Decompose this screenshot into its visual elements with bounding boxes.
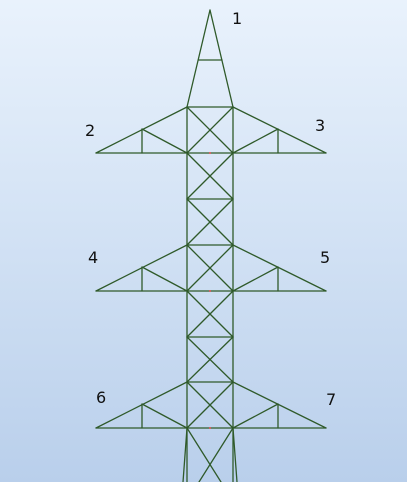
tower-member bbox=[182, 427, 188, 482]
tower-node-marks bbox=[209, 152, 211, 429]
tower-member bbox=[186, 381, 234, 429]
tower-member bbox=[186, 336, 234, 383]
tower-member bbox=[232, 266, 279, 292]
attachment-point-labels: 1 2 3 4 5 6 7 bbox=[85, 9, 336, 409]
attachment-label-1: 1 bbox=[232, 9, 242, 28]
tower-member bbox=[186, 106, 234, 154]
tower-member bbox=[186, 244, 234, 292]
tower-member bbox=[186, 198, 234, 246]
node-mark bbox=[209, 152, 211, 154]
tower-member bbox=[232, 403, 279, 429]
tower-member bbox=[141, 403, 188, 429]
node-mark bbox=[209, 290, 211, 292]
tower-member bbox=[186, 152, 234, 200]
tower-member bbox=[186, 9, 211, 108]
attachment-label-7: 7 bbox=[326, 390, 336, 409]
tower-member bbox=[232, 427, 238, 482]
tower-member bbox=[232, 106, 327, 154]
tower-member bbox=[186, 290, 234, 338]
tower-member bbox=[186, 427, 222, 482]
node-mark bbox=[209, 427, 211, 429]
tower-member bbox=[232, 381, 327, 429]
tower-member bbox=[198, 427, 234, 482]
attachment-label-5: 5 bbox=[320, 248, 330, 267]
tower-member bbox=[209, 9, 234, 108]
tower-member bbox=[232, 128, 279, 154]
attachment-label-2: 2 bbox=[85, 121, 95, 140]
attachment-label-4: 4 bbox=[88, 248, 98, 267]
tower-members bbox=[95, 9, 327, 482]
attachment-label-6: 6 bbox=[96, 388, 106, 407]
tower-member bbox=[141, 266, 188, 292]
tower-member bbox=[141, 128, 188, 154]
attachment-label-3: 3 bbox=[315, 116, 325, 135]
tower-member bbox=[232, 244, 327, 292]
